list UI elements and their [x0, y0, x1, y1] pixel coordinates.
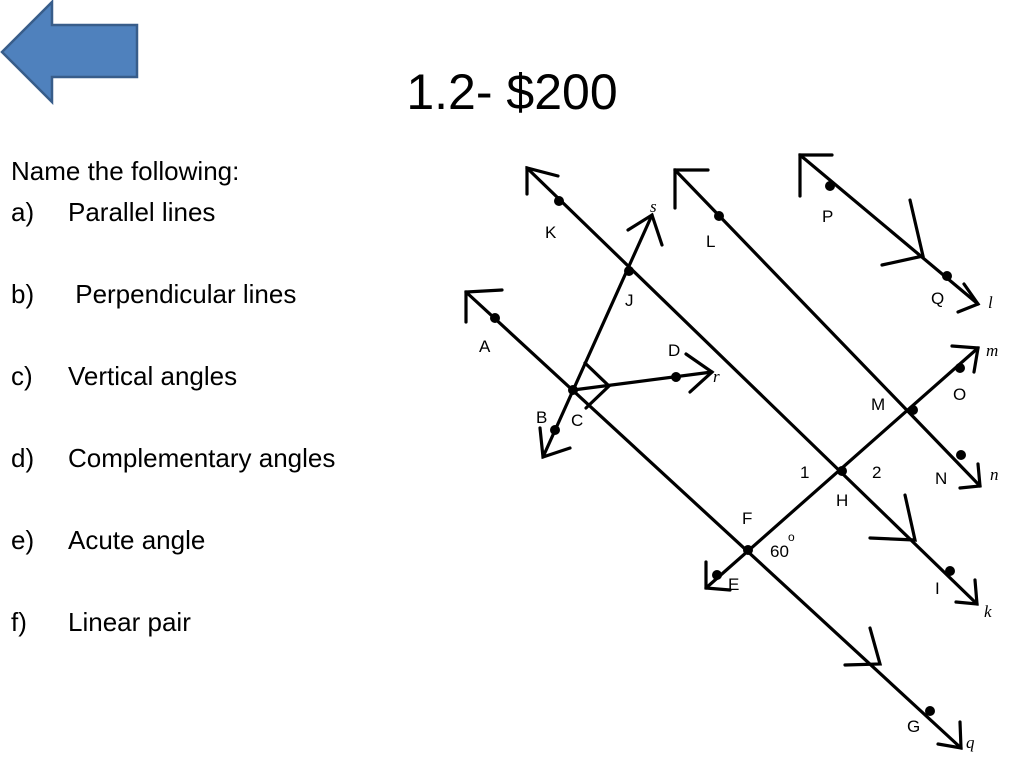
question-panel: Name the following: a) Parallel lines b)… [11, 154, 411, 687]
arrowhead-n-end [958, 462, 982, 490]
list-marker: e) [11, 525, 35, 555]
label-n: N [935, 469, 947, 488]
point-n [956, 450, 966, 460]
arrowhead-s-start [538, 426, 572, 460]
label-p: P [822, 207, 833, 226]
point-h [837, 466, 847, 476]
line-l [798, 153, 980, 306]
point-e [712, 570, 722, 580]
geometry-figure: K J L P Q A D B C M O N H F E I G s r l … [464, 153, 999, 752]
arrowhead-q-start [464, 288, 504, 324]
slide-title: 1.2- $200 [406, 64, 618, 120]
angle-label-2: 2 [872, 463, 881, 482]
label-q: Q [931, 289, 944, 308]
label-c: C [571, 411, 583, 430]
list-item: f) Linear pair [11, 605, 411, 687]
line-label-k: k [984, 602, 992, 621]
arrowhead-n-start [673, 168, 710, 210]
label-j: J [625, 291, 634, 310]
list-item-text: Vertical angles [68, 361, 238, 391]
arrowhead-l-end [956, 282, 981, 314]
line-label-m: m [986, 341, 998, 360]
point-o [955, 363, 965, 373]
point-f [743, 545, 753, 555]
line-label-s: s [650, 197, 657, 216]
list-marker: a) [11, 197, 35, 227]
label-k: K [545, 223, 557, 242]
list-item-text: Parallel lines [68, 197, 216, 227]
point-d [671, 372, 681, 382]
degree-mark: o [788, 530, 795, 544]
list-item: a) Parallel lines [11, 195, 411, 277]
back-button[interactable] [0, 0, 140, 106]
arrowhead-s-end [626, 212, 664, 247]
point-q [942, 271, 952, 281]
label-l: L [706, 232, 715, 251]
arrowhead-q-end [936, 720, 963, 750]
list-marker: b) [11, 279, 35, 309]
label-d: D [668, 341, 680, 360]
arrowhead-l-start [798, 153, 834, 198]
label-a: A [479, 337, 491, 356]
point-k [554, 196, 564, 206]
point-g [925, 706, 935, 716]
label-g: G [907, 717, 920, 736]
question-list: a) Parallel lines b) Perpendicular lines… [11, 195, 411, 687]
line-label-q: q [966, 733, 975, 752]
angle-label-60: 60 [770, 542, 789, 561]
list-marker: f) [11, 607, 27, 637]
list-marker: d) [11, 443, 35, 473]
point-p [825, 181, 835, 191]
arrowhead-k-end [954, 578, 979, 606]
angle-label-1: 1 [800, 463, 809, 482]
left-arrow-icon [0, 0, 139, 106]
parallel-mark-q [843, 626, 883, 667]
line-s [541, 213, 654, 459]
point-j [624, 266, 634, 276]
line-k [525, 166, 979, 606]
arrowhead-m-start [704, 560, 732, 592]
geometry-diagram: K J L P Q A D B C M O N H F E I G s r l … [440, 140, 1020, 760]
parallel-mark-l [880, 198, 925, 267]
list-item: c) Vertical angles [11, 359, 411, 441]
right-angle-marker [583, 361, 612, 410]
label-i: I [935, 579, 940, 598]
list-item-text: Complementary angles [68, 443, 336, 473]
point-a [490, 313, 500, 323]
point-m [908, 405, 918, 415]
list-item: b) Perpendicular lines [11, 277, 411, 359]
list-item: e) Acute angle [11, 523, 411, 605]
label-f: F [742, 509, 752, 528]
line-label-l: l [988, 293, 993, 312]
line-label-r: r [713, 367, 720, 386]
label-m: M [871, 395, 885, 414]
point-c [568, 385, 578, 395]
question-prompt: Name the following: [11, 156, 240, 186]
line-n [673, 168, 982, 488]
arrowhead-r [684, 352, 715, 394]
label-o: O [953, 385, 966, 404]
arrowhead-m-end [950, 344, 980, 374]
point-i [945, 566, 955, 576]
list-item-text: Acute angle [68, 525, 206, 555]
label-e: E [728, 575, 739, 594]
list-item-text: Linear pair [68, 607, 191, 637]
list-item: d) Complementary angles [11, 441, 411, 523]
label-b: B [536, 408, 547, 427]
parallel-mark-k [868, 493, 918, 542]
ray-r [571, 370, 714, 392]
label-h: H [836, 491, 848, 510]
list-marker: c) [11, 361, 33, 391]
line-label-n: n [990, 465, 999, 484]
point-l [714, 211, 724, 221]
point-b [550, 425, 560, 435]
arrowhead-k-start [525, 165, 560, 196]
list-item-text: Perpendicular lines [68, 279, 297, 309]
line-q [464, 290, 963, 750]
